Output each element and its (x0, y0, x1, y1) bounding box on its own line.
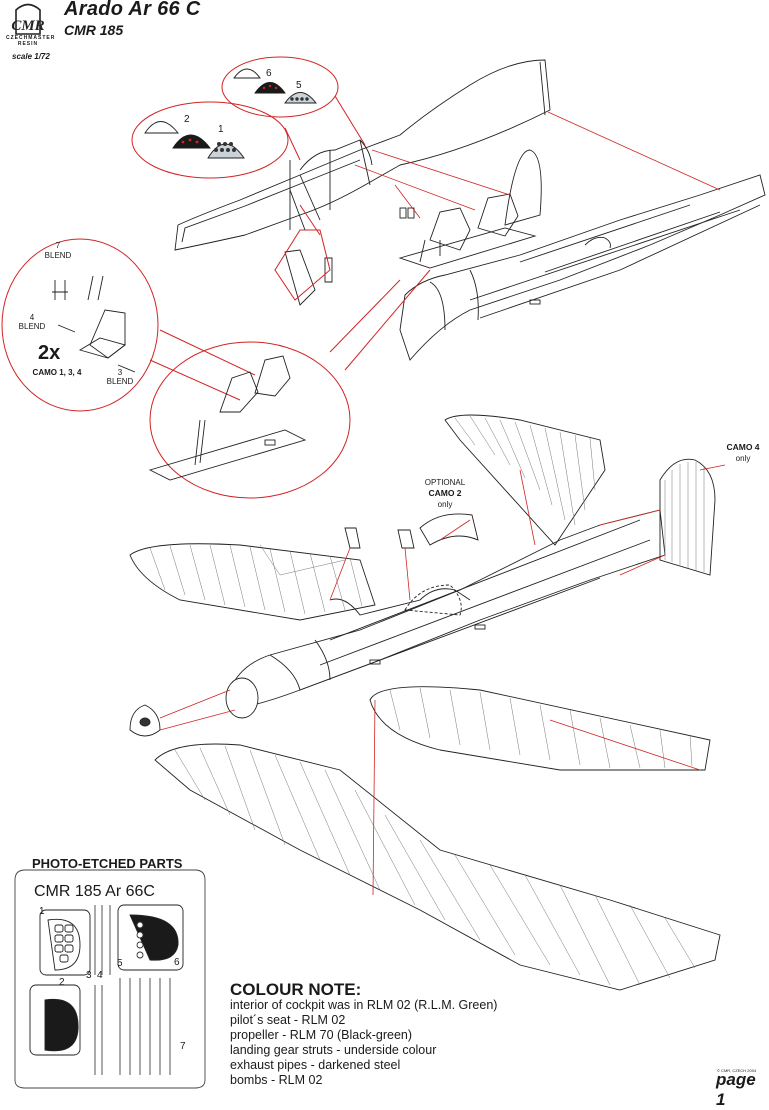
panel-number-2: 2 (184, 114, 190, 125)
part-7-note: BLEND (44, 251, 72, 260)
colour-note-list: interior of cockpit was in RLM 02 (R.L.M… (230, 998, 497, 1088)
camo-4-only: only (735, 454, 751, 463)
camo-4-label: CAMO 4 (726, 442, 760, 452)
panel-callout-right (221, 56, 339, 118)
part-4-note: BLEND (18, 322, 46, 331)
kit-number: CMR 185 (64, 22, 124, 38)
cockpit-floor (398, 193, 537, 269)
colour-note-heading: COLOUR NOTE: (230, 980, 362, 999)
fuselage-left-half (174, 59, 551, 251)
camo-2-label: CAMO 2 (428, 488, 462, 498)
rudder (659, 458, 716, 576)
fuselage-right-half (399, 149, 766, 361)
pe-number-6: 6 (174, 957, 180, 968)
part-7-number: 7 (55, 241, 61, 250)
svg-text:CMR: CMR (11, 18, 44, 34)
logo-subtext: CZECHMASTER RESIN (6, 35, 56, 47)
part-3-note: BLEND (106, 377, 134, 386)
colour-note-line: interior of cockpit was in RLM 02 (R.L.M… (230, 998, 498, 1012)
pe-number-5: 5 (117, 958, 123, 969)
fret-label: CMR 185 Ar 66C (34, 883, 155, 900)
part-3-number: 3 (117, 368, 123, 377)
optional-label: OPTIONAL (424, 478, 466, 487)
page-number: page 1 (716, 1070, 756, 1109)
pe-fret (14, 869, 206, 1089)
wing-upper-left (129, 543, 376, 621)
colour-note-line: exhaust pipes - darkened steel (230, 1058, 401, 1072)
cmr-logo-icon: CMR (11, 3, 45, 35)
pe-number-4: 4 (97, 970, 103, 981)
panel-number-1: 1 (218, 124, 224, 135)
seat-camo-note: CAMO 1, 3, 4 (32, 368, 82, 377)
windscreen (419, 513, 479, 546)
floor-callout (149, 341, 351, 499)
wing-upper-right (369, 686, 711, 771)
pe-number-3: 3 (86, 970, 92, 981)
strut-left (344, 527, 361, 549)
page-title: Arado Ar 66 C (64, 0, 201, 20)
camo-2-only: only (437, 500, 453, 509)
instrument-panel-2 (172, 134, 211, 149)
panel-callout-left (131, 101, 289, 179)
copyright-note: © CMR, CZECH 2004 (717, 1068, 757, 1073)
tailplane-upper (444, 414, 606, 546)
seat-part (52, 275, 136, 373)
seat-callout (1, 238, 159, 412)
colour-note-line: propeller - RLM 70 (Black-green) (230, 1028, 413, 1042)
instrument-panel-1 (207, 143, 245, 159)
scale-label: scale 1/72 (12, 52, 50, 61)
panel-number-6: 6 (266, 68, 272, 79)
colour-note-line: bombs - RLM 02 (230, 1073, 323, 1087)
part-4-number: 4 (29, 313, 35, 322)
colour-note-line: landing gear struts - underside colour (230, 1043, 437, 1057)
wing-lower (154, 743, 721, 991)
pe-number-1: 1 (39, 906, 45, 917)
photo-etched-heading: PHOTO-ETCHED PARTS (32, 856, 183, 871)
instrument-panel-5 (284, 92, 317, 104)
pe-number-2: 2 (59, 977, 65, 988)
colour-note-line: pilot´s seat - RLM 02 (230, 1013, 346, 1027)
floor-detail (148, 355, 307, 481)
instrument-panel-6 (254, 82, 286, 94)
strut-right (397, 529, 415, 549)
panel-number-5: 5 (296, 80, 302, 91)
strut-detail (284, 249, 316, 306)
main-fuselage (225, 509, 666, 719)
pe-number-7: 7 (180, 1041, 186, 1052)
seat-quantity: 2x (38, 342, 61, 364)
